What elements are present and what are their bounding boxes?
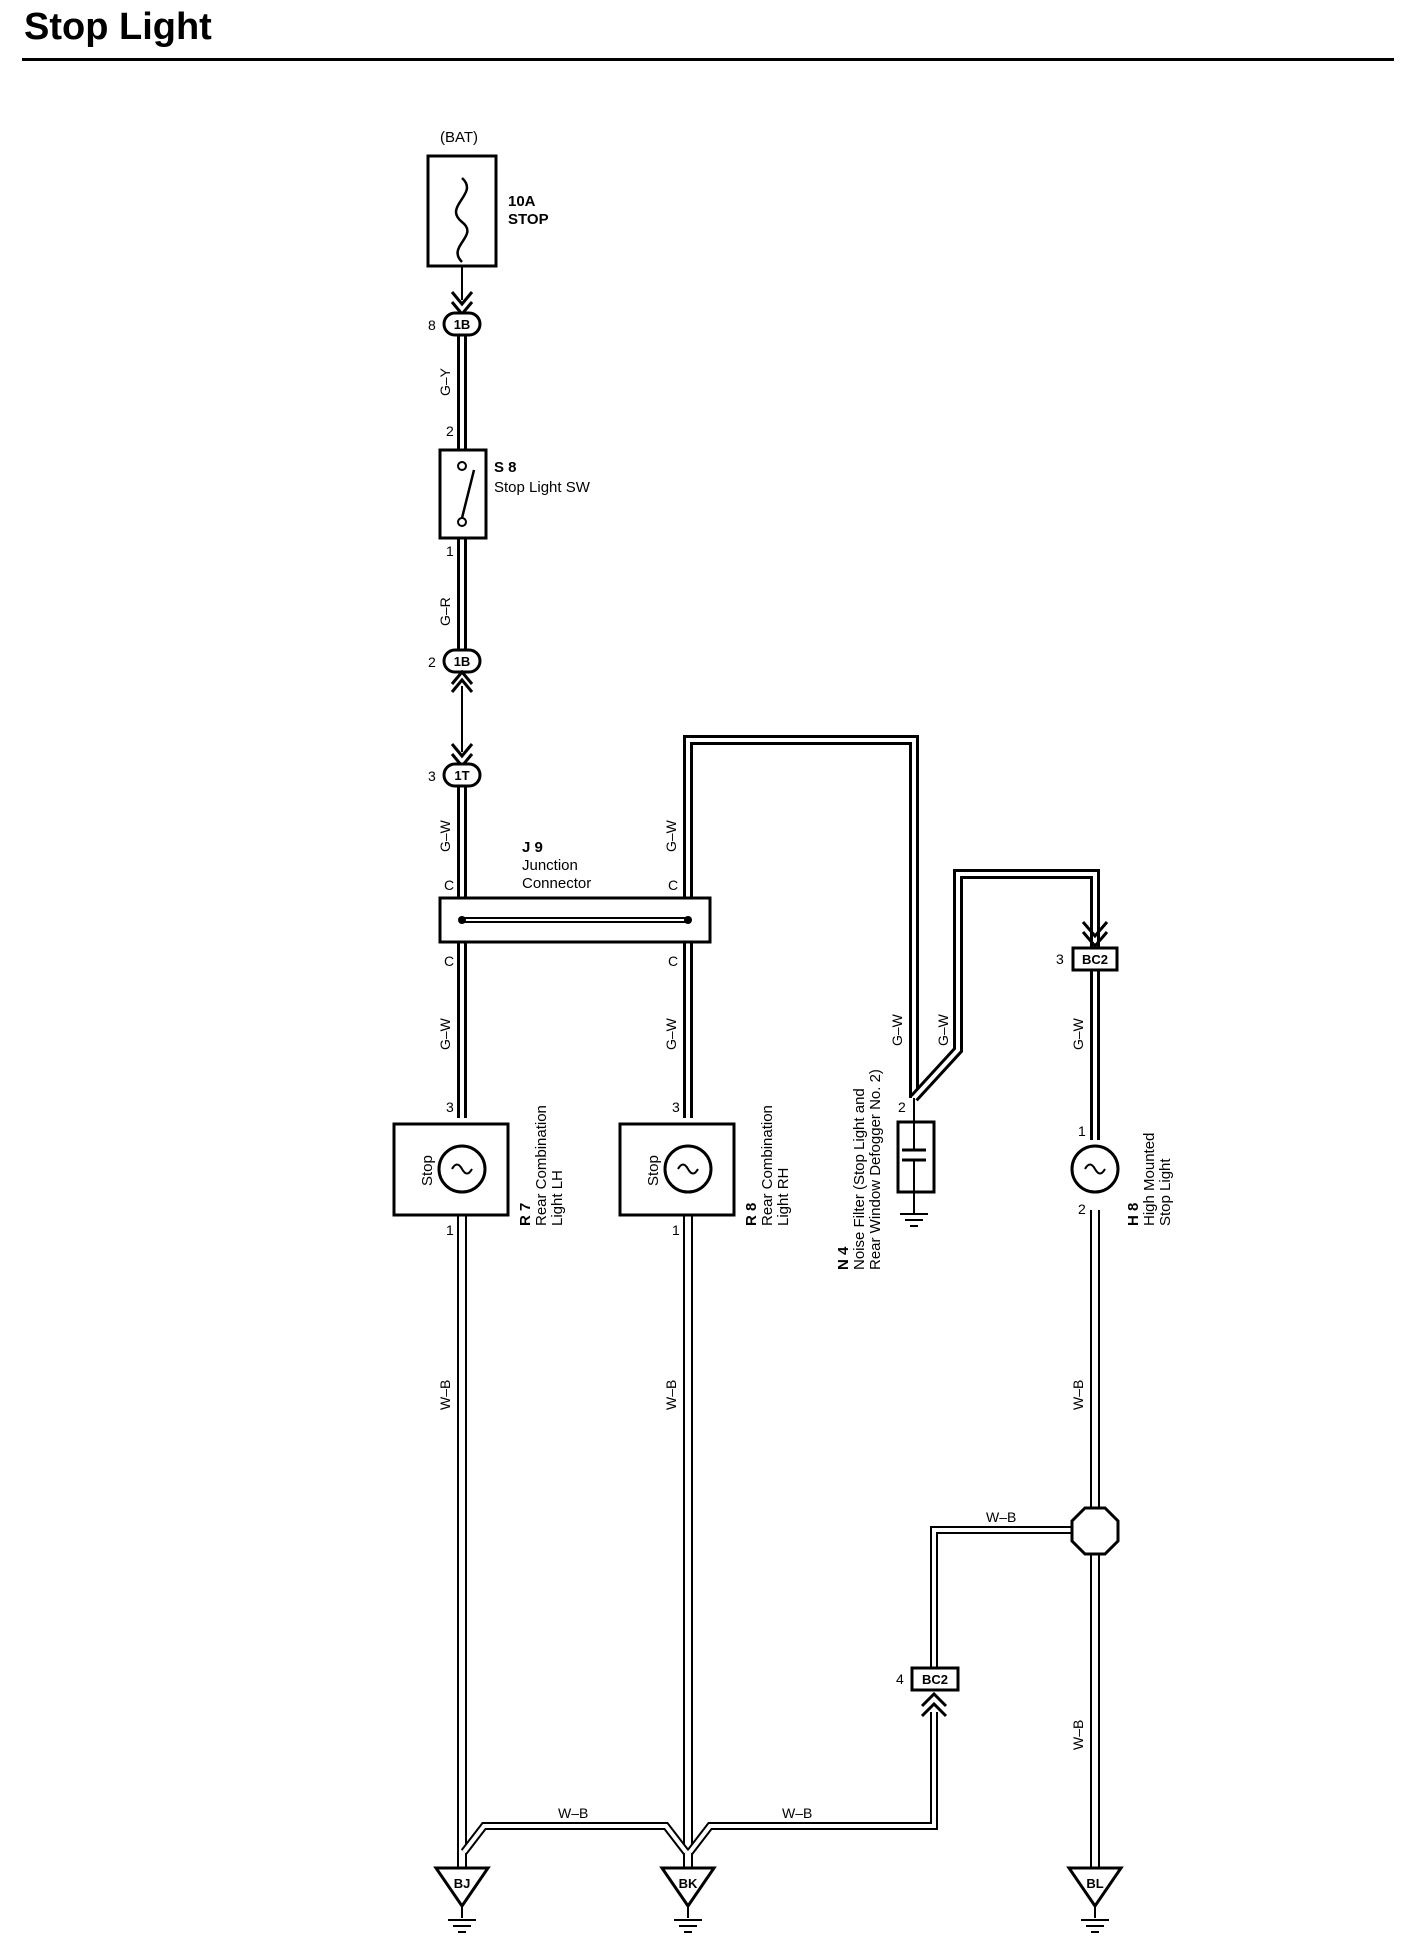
connector-1b-bottom: 1B 2 bbox=[428, 648, 482, 693]
junction-connector: J 9 Junction Connector C C C C bbox=[438, 839, 712, 969]
switch-pin-top: 2 bbox=[446, 423, 454, 439]
wire-label-wb: W–B bbox=[782, 1805, 812, 1821]
connector-pin: 4 bbox=[896, 1671, 904, 1687]
wire-label-gw: G–W bbox=[663, 1017, 679, 1050]
connector-id: BC2 bbox=[1082, 952, 1108, 967]
lamp-code: R 7 bbox=[517, 1203, 534, 1226]
wire-wb-bk-bc2 bbox=[686, 1712, 938, 1855]
ground-icon bbox=[1066, 1866, 1124, 1909]
lamp-name-1: High Mounted bbox=[1141, 1133, 1158, 1226]
wire-labels: G–Y G–R G–W G–W G–W G–W G–W G–W G–W W–B … bbox=[437, 367, 1086, 1821]
lamp-name-1: Rear Combination bbox=[533, 1105, 550, 1226]
filter-pin: 2 bbox=[898, 1099, 906, 1115]
lamp-pin-bottom: 1 bbox=[446, 1222, 454, 1238]
wire-label-gw: G–W bbox=[437, 819, 453, 852]
ground-icon bbox=[433, 1866, 491, 1909]
lamp-pin-top: 3 bbox=[672, 1099, 680, 1115]
lamp-name-1: Rear Combination bbox=[759, 1105, 776, 1226]
wire-label-wb: W–B bbox=[558, 1805, 588, 1821]
junction-code: J 9 bbox=[522, 839, 543, 856]
ground-id: BL bbox=[1086, 1876, 1103, 1891]
wire-label-wb: W–B bbox=[1070, 1380, 1086, 1410]
noise-filter: 2 N 4 Noise Filter (Stop Light and Rear … bbox=[835, 1069, 936, 1270]
wire-label-gw: G–W bbox=[663, 819, 679, 852]
connector-id: 1T bbox=[454, 768, 469, 783]
ground-icon bbox=[659, 1866, 717, 1909]
junction-pin: C bbox=[444, 877, 454, 893]
lamp-name-2: Light RH bbox=[775, 1168, 792, 1226]
ground-id: BK bbox=[679, 1876, 698, 1891]
title-rule bbox=[22, 58, 1394, 61]
wire-label-wb: W–B bbox=[437, 1380, 453, 1410]
stop-light-switch: 2 1 S 8 Stop Light SW bbox=[438, 423, 591, 559]
wire-label-gr: G–R bbox=[437, 597, 453, 626]
connector-arrow-icon bbox=[450, 669, 474, 693]
splice-point bbox=[1070, 1506, 1120, 1556]
filter-code: N 4 bbox=[835, 1246, 852, 1270]
ground-id: BJ bbox=[454, 1876, 471, 1891]
bulb-label: Stop bbox=[419, 1155, 436, 1186]
wire-label-wb: W–B bbox=[1070, 1720, 1086, 1750]
lamp-pin-top: 3 bbox=[446, 1099, 454, 1115]
ground-bj: BJ bbox=[433, 1866, 491, 1933]
bulb-label: Stop bbox=[645, 1155, 662, 1186]
lamp-pin-bottom: 1 bbox=[672, 1222, 680, 1238]
high-mounted-stop-light: 1 2 H 8 High Mounted Stop Light bbox=[1070, 1123, 1174, 1226]
wire-label-wb: W–B bbox=[986, 1509, 1016, 1525]
ground-bk: BK bbox=[659, 1866, 717, 1933]
wires bbox=[457, 266, 1100, 1868]
connector-pin: 2 bbox=[428, 654, 436, 670]
wire-wb-bc2-splice bbox=[930, 1526, 1074, 1668]
filter-name-2: Rear Window Defogger No. 2) bbox=[867, 1069, 884, 1270]
rear-combination-light-rh: 3 Stop 1 R 8 Rear Combination Light RH bbox=[618, 1099, 792, 1238]
connector-pin: 8 bbox=[428, 317, 436, 333]
connector-arrow-icon bbox=[920, 1691, 948, 1718]
junction-pin: C bbox=[668, 877, 678, 893]
switch-icon bbox=[460, 469, 476, 519]
lamp-code: R 8 bbox=[743, 1203, 760, 1226]
connector-pin: 3 bbox=[428, 768, 436, 784]
switch-code: S 8 bbox=[494, 459, 517, 476]
wire-gw-h8 bbox=[910, 869, 1100, 1140]
junction-name-2: Connector bbox=[522, 875, 591, 892]
connector-arrow-icon bbox=[1081, 921, 1109, 949]
connector-id: 1B bbox=[454, 654, 471, 669]
ground-bl: BL bbox=[1066, 1866, 1124, 1933]
wire-gw-r8-n4 bbox=[683, 735, 919, 1118]
wire-label-gw: G–W bbox=[437, 1017, 453, 1050]
junction-name-1: Junction bbox=[522, 857, 578, 874]
bat-label: (BAT) bbox=[440, 129, 478, 146]
fuse-rating: 10A bbox=[508, 193, 536, 210]
switch-name: Stop Light SW bbox=[494, 479, 591, 496]
connector-pin: 3 bbox=[1056, 951, 1064, 967]
filter-name-1: Noise Filter (Stop Light and bbox=[851, 1088, 868, 1270]
ground-icon bbox=[899, 1213, 929, 1227]
page-title: Stop Light bbox=[24, 6, 212, 48]
junction-pin: C bbox=[668, 953, 678, 969]
connector-1t: 1T 3 bbox=[428, 743, 482, 788]
fuse-name: STOP bbox=[508, 211, 549, 228]
wire-label-wb: W–B bbox=[663, 1380, 679, 1410]
lamp-pin-top: 1 bbox=[1078, 1123, 1086, 1139]
lamp-name-2: Stop Light bbox=[1157, 1158, 1174, 1226]
fuse-box: (BAT) 10A STOP bbox=[426, 129, 549, 268]
lamp-pin-bottom: 2 bbox=[1078, 1201, 1086, 1217]
connector-bc2-bottom: BC2 4 bbox=[896, 1666, 960, 1718]
connector-id: 1B bbox=[454, 317, 471, 332]
fuse-icon bbox=[454, 177, 469, 263]
connector-1b-top: 1B 8 bbox=[428, 291, 482, 337]
wire-label-gw: G–W bbox=[1070, 1017, 1086, 1050]
wire-label-gw: G–W bbox=[935, 1013, 951, 1046]
wire-wb-bj-bk bbox=[460, 1822, 690, 1855]
lamp-code: H 8 bbox=[1125, 1203, 1142, 1226]
rear-combination-light-lh: 3 Stop 1 R 7 Rear Combination Light LH bbox=[392, 1099, 566, 1238]
connector-bc2-top: BC2 3 bbox=[1056, 921, 1119, 972]
connector-id: BC2 bbox=[922, 1672, 948, 1687]
junction-pin: C bbox=[444, 953, 454, 969]
switch-pin-bottom: 1 bbox=[446, 543, 454, 559]
wire-label-gy: G–Y bbox=[437, 367, 453, 396]
lamp-name-2: Light LH bbox=[549, 1170, 566, 1226]
wire-label-gw: G–W bbox=[889, 1013, 905, 1046]
